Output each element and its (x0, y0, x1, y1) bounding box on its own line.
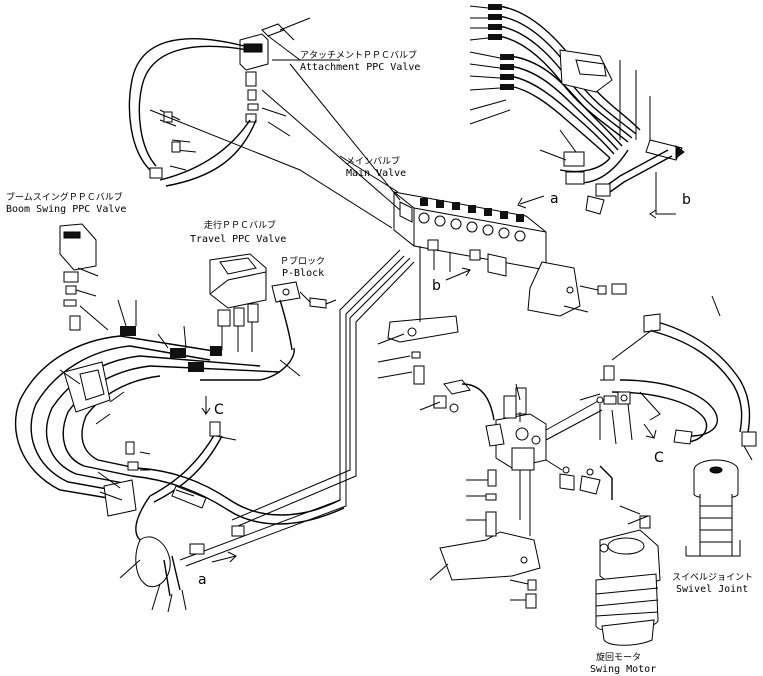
attachment-ppc-label-jp: アタッチメントＰＰＣバルブ (300, 49, 417, 61)
center-fittings (419, 379, 613, 500)
svg-text:b: b (682, 192, 691, 208)
left-hose-harness (14, 299, 301, 517)
main-valve-label-en: Main Valve (346, 168, 406, 179)
attachment-ppc-label-en: Attachment PPC Valve (300, 62, 420, 73)
boom-swing-label-jp: ブームスイングＰＰＣバルブ (6, 191, 123, 203)
travel-ppc-label-jp: 走行ＰＰＣバルブ (204, 219, 276, 231)
attachment-hoses (128, 38, 257, 187)
svg-text:C: C (654, 450, 664, 466)
boom-swing-label-en: Boom Swing PPC Valve (6, 204, 126, 215)
ref-a-main: a (517, 191, 559, 209)
left-lower-hoses (97, 421, 345, 613)
boom-swing-ppc-valve (59, 223, 99, 331)
bundle-to-main-valve (539, 129, 673, 215)
attachment-ppc-valve (239, 23, 301, 123)
upper-pipes (149, 63, 401, 229)
swivel-label-en: Swivel Joint (676, 584, 748, 595)
svg-text:a: a (198, 572, 207, 588)
main-valve (339, 155, 547, 277)
ref-c-left: C (201, 396, 224, 418)
swing-control-block (485, 383, 603, 536)
p-block-label-en: P-Block (282, 268, 324, 279)
ref-b-right: b (649, 172, 691, 219)
swivel-hoses (579, 295, 757, 461)
ref-a-bottom: a (198, 551, 237, 588)
top-right-hose-bundle (469, 4, 685, 161)
swivel-label-jp: スイベルジョイント (672, 573, 753, 583)
main-valve-bracket (527, 261, 627, 317)
long-pipes (179, 249, 415, 567)
swing-motor-label-jp: 旋回モータ (596, 651, 641, 663)
attachment-leaders (261, 17, 340, 137)
svg-text:b: b (432, 278, 441, 294)
swing-block-bracket (429, 469, 541, 609)
main-valve-plate (377, 260, 459, 385)
svg-text:C: C (214, 402, 224, 418)
swing-motor (595, 505, 661, 646)
ref-c-right: C (643, 423, 664, 466)
travel-ppc-valve (209, 253, 267, 352)
p-block (271, 281, 337, 351)
main-valve-label-jp: メインバルブ (346, 155, 400, 167)
p-block-label-jp: Ｐブロック (280, 255, 325, 267)
swivel-joint (685, 459, 741, 557)
swing-motor-label-en: Swing Motor (590, 664, 656, 675)
ref-b-main: b (432, 267, 471, 294)
travel-ppc-label-en: Travel PPC Valve (190, 234, 286, 245)
svg-text:a: a (550, 191, 559, 207)
